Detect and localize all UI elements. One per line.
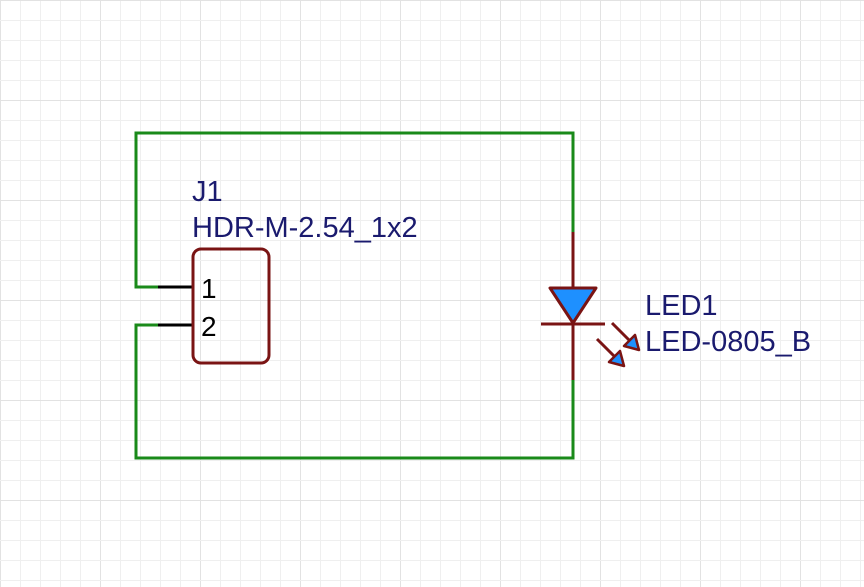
wire-net-top[interactable] <box>134 131 575 289</box>
j1-pin1-number: 1 <box>201 273 217 304</box>
led-emission-arrow-icon <box>595 337 626 368</box>
j1-pin2-number: 2 <box>201 311 217 342</box>
led-triangle-symbol <box>548 286 598 325</box>
j1-designator[interactable]: J1 <box>192 176 223 208</box>
led-emission-arrow-icon <box>610 321 641 352</box>
led-led1[interactable]: LED1 LED-0805_B <box>541 232 811 380</box>
j1-footprint[interactable]: HDR-M-2.54_1x2 <box>192 212 418 244</box>
wire-net-bottom[interactable] <box>134 323 575 460</box>
connector-j1[interactable]: 1 2 J1 HDR-M-2.54_1x2 <box>158 176 418 365</box>
led1-designator[interactable]: LED1 <box>645 290 718 322</box>
led1-footprint[interactable]: LED-0805_B <box>645 326 811 358</box>
j1-body[interactable] <box>191 247 271 365</box>
